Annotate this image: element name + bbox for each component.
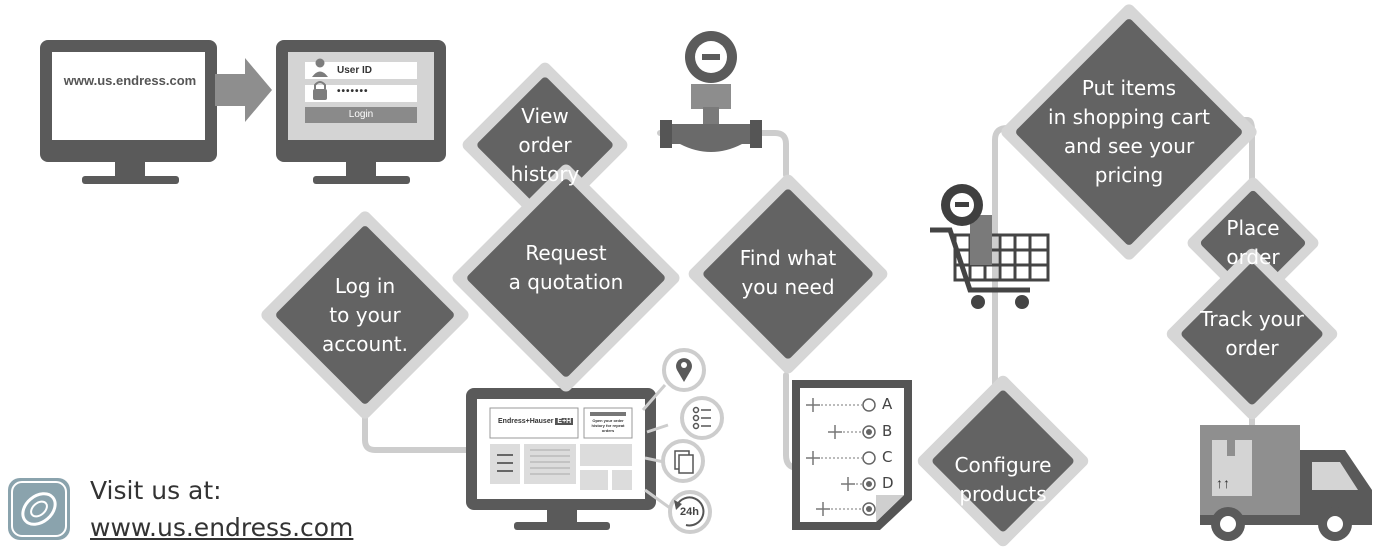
step-view-history-line: history	[510, 161, 580, 186]
diamond-shapes	[261, 4, 1338, 547]
step-configure-products-line: products	[959, 482, 1047, 506]
portal-brand-text: Endress+Hauser	[498, 418, 554, 425]
step-configure-products-line: Configure	[954, 453, 1052, 477]
diamond-login	[261, 211, 469, 419]
step-find-need-line: Find what	[739, 246, 837, 270]
diamond-configure	[917, 375, 1089, 547]
step-configure-products[interactable]: Configure products	[948, 448, 1058, 512]
config-option-b[interactable]: B	[882, 422, 893, 440]
step-request-quotation-line: Request	[525, 241, 607, 265]
monitor-url-text: www.us.endress.com	[63, 73, 197, 88]
step-find-need-line: you need	[741, 275, 835, 299]
step-shopping-cart[interactable]: Put items in shopping cart and see your …	[1048, 72, 1210, 192]
step-login-line: account.	[321, 331, 409, 356]
shopping-cart-icon	[930, 184, 1050, 309]
delivery-truck-icon: ↑↑	[1200, 425, 1372, 541]
step-track-order-line: order	[1225, 336, 1279, 360]
svg-text:↑↑: ↑↑	[1216, 475, 1230, 491]
visit-us-label: Visit us at:	[90, 476, 222, 505]
step-shopping-cart-line: and see your	[1063, 134, 1195, 158]
arrow-right-icon	[215, 58, 272, 122]
diamond-find-need	[688, 174, 888, 374]
config-option-a[interactable]: A	[882, 395, 893, 413]
step-view-history[interactable]: View order history	[495, 95, 595, 195]
endress-logo-icon	[8, 478, 70, 540]
step-place-order-line: Place	[1226, 216, 1280, 240]
badge-24h: 24h	[680, 506, 699, 518]
step-shopping-cart-line: in shopping cart	[1048, 105, 1210, 129]
step-find-need[interactable]: Find what you need	[728, 228, 848, 318]
step-login[interactable]: Log in to your account.	[305, 265, 425, 365]
diamond-cart	[1001, 4, 1257, 260]
flowmeter-icon	[660, 31, 762, 152]
step-request-quotation[interactable]: Request a quotation	[496, 218, 636, 318]
step-shopping-cart-line: pricing	[1094, 163, 1164, 187]
portal-brand-mark: E+H	[555, 418, 574, 425]
diamond-track-order	[1166, 248, 1338, 420]
step-place-order[interactable]: Place order	[1210, 211, 1296, 275]
login-button[interactable]: Login	[348, 109, 374, 120]
step-login-line: to your	[329, 302, 401, 327]
step-track-order[interactable]: Track your order	[1197, 302, 1307, 366]
diamond-place-order	[1187, 177, 1319, 309]
step-place-order-line: order	[1226, 245, 1280, 269]
password-field[interactable]: •••••••	[337, 86, 369, 97]
monitor-login-icon	[276, 40, 446, 184]
customer-portal-icon	[466, 348, 724, 534]
user-id-field[interactable]: User ID	[337, 65, 373, 76]
config-option-d[interactable]: D	[882, 474, 894, 492]
configuration-sheet-icon	[792, 380, 912, 530]
portal-brand: Endress+Hauser E+H	[498, 418, 574, 425]
portal-promo-text: Open your order history for repeat order…	[591, 418, 625, 433]
monitor-website-icon	[40, 40, 217, 184]
diamond-request-quotation	[452, 164, 680, 392]
website-link[interactable]: www.us.endress.com	[90, 513, 354, 542]
config-option-c[interactable]: C	[882, 448, 893, 466]
step-shopping-cart-line: Put items	[1081, 76, 1177, 100]
step-login-line: Log in	[334, 273, 396, 298]
step-request-quotation-line: a quotation	[508, 270, 624, 294]
step-view-history-line: order	[518, 132, 572, 157]
visit-us-block: Visit us at: www.us.endress.com	[90, 472, 353, 546]
step-track-order-line: Track your	[1200, 307, 1304, 331]
step-view-history-line: View	[521, 103, 569, 128]
